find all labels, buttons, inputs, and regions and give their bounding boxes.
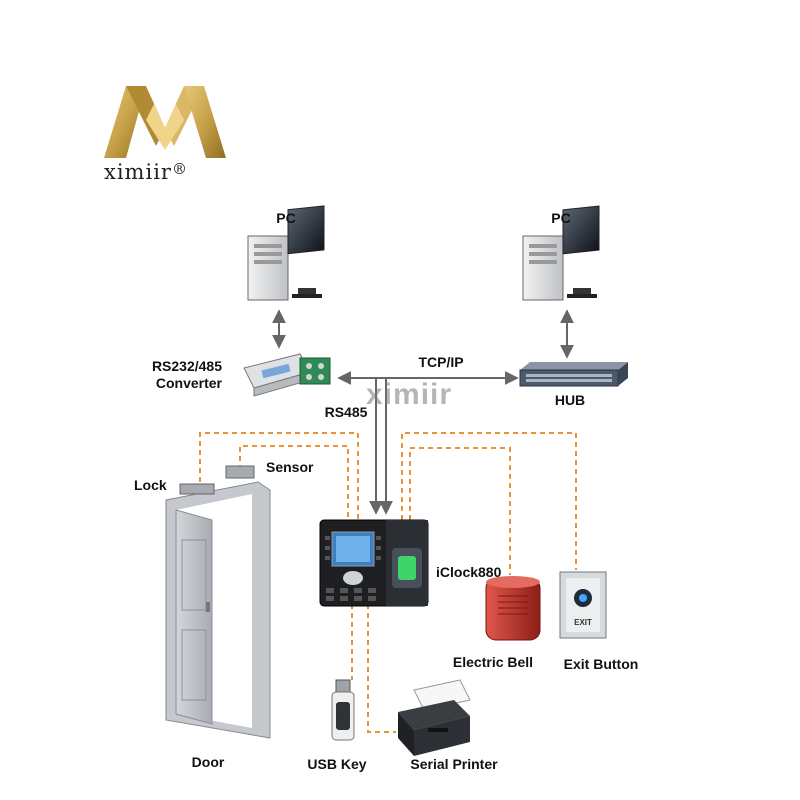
label-door: Door xyxy=(191,754,225,770)
label-pc-right: PC xyxy=(551,210,571,226)
door-icon xyxy=(165,481,271,739)
electric-bell-icon xyxy=(485,576,541,641)
brand-name: ximiir® xyxy=(104,160,188,184)
serial-printer-icon xyxy=(398,679,471,756)
label-usb-key: USB Key xyxy=(307,756,367,772)
label-exit-button: Exit Button xyxy=(563,656,639,672)
exit-plate-text: EXIT xyxy=(574,618,592,627)
label-sensor: Sensor xyxy=(266,459,314,475)
usb-key-icon xyxy=(331,679,355,741)
watermark: ximiir xyxy=(366,378,453,411)
exit-button-icon xyxy=(559,571,607,639)
pc-right-icon xyxy=(522,205,600,301)
hub-switch-icon xyxy=(519,362,628,387)
label-hub: HUB xyxy=(554,392,586,408)
label-converter-line2: Converter xyxy=(155,375,222,391)
label-pc-left: PC xyxy=(276,210,296,226)
label-lock: Lock xyxy=(134,477,167,493)
label-device: iClock880 xyxy=(436,564,502,580)
iclock880-device-icon xyxy=(319,519,429,607)
lock-icon xyxy=(179,483,215,495)
label-electric-bell: Electric Bell xyxy=(452,654,534,670)
label-tcpip: TCP/IP xyxy=(418,354,464,370)
label-converter-line1: RS232/485 xyxy=(151,358,222,374)
rs232-converter-icon xyxy=(243,353,331,397)
pc-left-icon xyxy=(247,205,325,301)
brand-logo-icon xyxy=(104,86,226,158)
sensor-icon xyxy=(225,465,255,479)
label-serial-printer: Serial Printer xyxy=(410,756,498,772)
label-rs485: RS485 xyxy=(324,404,368,420)
connection-arrows xyxy=(272,309,574,515)
wiring-lines xyxy=(199,432,577,733)
